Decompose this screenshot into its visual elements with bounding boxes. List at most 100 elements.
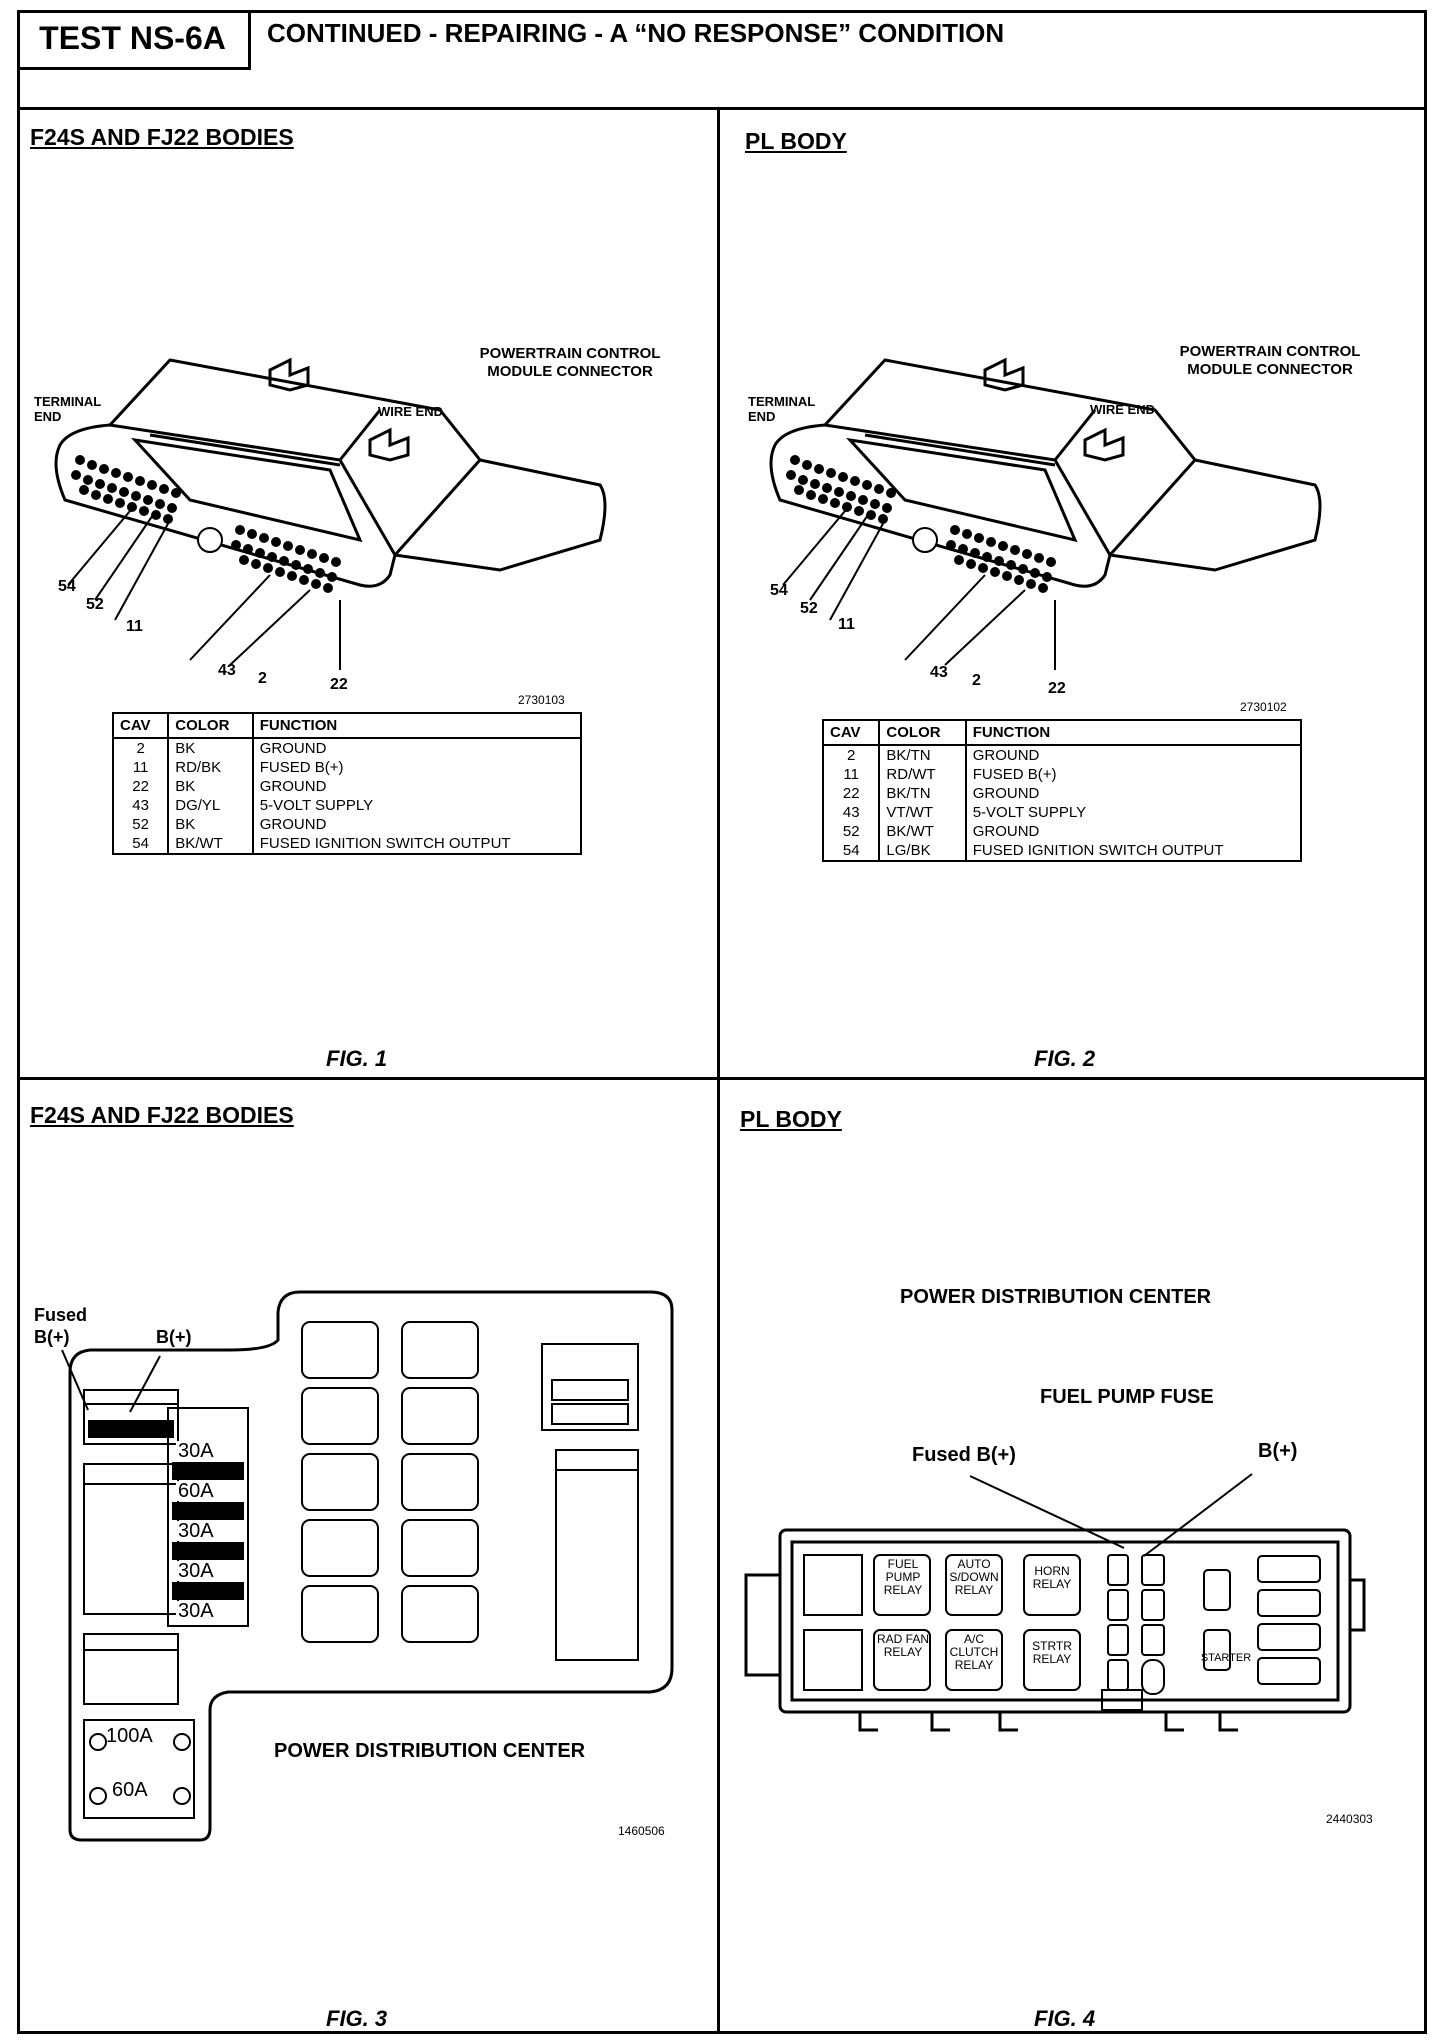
header-box [17, 10, 1427, 110]
page-title: CONTINUED - REPAIRING - A “NO RESPONSE” … [267, 18, 1005, 48]
table-cell: GROUND [964, 822, 1303, 841]
table-cell: 54 [111, 834, 170, 855]
fig4-bplus-label: B(+) [1258, 1440, 1298, 1462]
fig3-image-number: 1460506 [618, 1824, 665, 1838]
grid-divider-horizontal [17, 1077, 1427, 1080]
fig3-fusible-link-4: 30A [176, 1560, 216, 1582]
table-cell: 22 [111, 777, 170, 796]
table-cell: GROUND [251, 738, 583, 758]
fig1-col-cav: CAV [111, 712, 170, 739]
table-cell: GROUND [251, 815, 583, 834]
fig4-label: FIG. 4 [1034, 2006, 1096, 2031]
test-id: TEST NS-6A [17, 10, 251, 70]
table-cell: 2 [111, 738, 170, 758]
fig2-col-function: FUNCTION [964, 719, 1303, 746]
fig3-pdc-label: POWER DISTRIBUTION CENTER [274, 1740, 586, 1762]
table-cell: BK/TN [878, 745, 967, 765]
fig1-pin-22: 22 [330, 676, 348, 693]
fig1-pin-54: 54 [58, 578, 76, 595]
fig2-connector-drawing [769, 357, 1322, 670]
table-cell: 43 [821, 803, 881, 822]
table-cell: FUSED IGNITION SWITCH OUTPUT [251, 834, 583, 855]
fig4-horn-relay: HORN RELAY [1032, 1564, 1072, 1591]
fig3-big-fuse-100a: 100A [106, 1725, 153, 1747]
table-cell: BK/WT [167, 834, 254, 855]
grid-divider-vertical [717, 110, 720, 2034]
fig2-section-title: PL BODY [745, 128, 847, 154]
fig1-image-number: 2730103 [518, 693, 565, 707]
fig1-connector-label: POWERTRAIN CONTROL MODULE CONNECTOR [479, 345, 661, 380]
table-cell: 5-VOLT SUPPLY [964, 803, 1303, 822]
table-cell: FUSED IGNITION SWITCH OUTPUT [964, 841, 1303, 862]
fig1-pin-43: 43 [218, 662, 236, 679]
fig4-auto-shutdown-relay: AUTO S/DOWN RELAY [949, 1557, 999, 1597]
fig3-fused-bplus-label: Fused B(+) [34, 1305, 88, 1347]
table-cell: 5-VOLT SUPPLY [251, 796, 583, 815]
fig4-starter-label: STARTER [1200, 1652, 1252, 1664]
table-cell: LG/BK [878, 841, 967, 862]
table-cell: BK [167, 738, 254, 758]
fig1-terminal-end-label: TERMINAL END [34, 394, 101, 424]
fig2-pin-43: 43 [930, 664, 948, 681]
fig1-pin-11: 11 [126, 618, 143, 635]
fig1-pin-2: 2 [258, 670, 267, 687]
fig2-image-number: 2730102 [1240, 700, 1287, 714]
fig3-pdc-drawing [61, 1290, 674, 1842]
table-cell: BK [167, 777, 254, 796]
fig3-label: FIG. 3 [326, 2006, 388, 2031]
table-cell: VT/WT [878, 803, 967, 822]
table-cell: 22 [821, 784, 881, 803]
fig3-section-title: F24S AND FJ22 BODIES [30, 1102, 294, 1128]
fig1-connector-drawing [54, 357, 607, 670]
fig4-fuel-pump-relay: FUEL PUMP RELAY [883, 1557, 923, 1597]
fig4-section-title: PL BODY [740, 1106, 842, 1132]
fig4-fused-bplus-label: Fused B(+) [912, 1444, 1016, 1466]
table-cell: RD/WT [878, 765, 967, 784]
fig3-fusible-link-3: 30A [176, 1520, 216, 1542]
table-cell: 11 [821, 765, 881, 784]
fig2-label: FIG. 2 [1034, 1046, 1096, 1071]
table-cell: 54 [821, 841, 881, 862]
fig3-big-fuse-60a: 60A [112, 1779, 148, 1801]
table-cell: GROUND [964, 784, 1303, 803]
table-cell: BK [167, 815, 254, 834]
fig1-section-title: F24S AND FJ22 BODIES [30, 124, 294, 150]
fig1-label: FIG. 1 [326, 1046, 388, 1071]
fig4-ac-clutch-relay: A/C CLUTCH RELAY [949, 1632, 999, 1672]
fig2-pin-52: 52 [800, 600, 818, 617]
fig1-col-function: FUNCTION [251, 712, 583, 739]
fig4-image-number: 2440303 [1326, 1812, 1373, 1826]
table-cell: GROUND [964, 745, 1303, 765]
table-cell: 11 [111, 758, 170, 777]
table-cell: BK/WT [878, 822, 967, 841]
fig4-rad-fan-relay: RAD FAN RELAY [877, 1632, 930, 1659]
table-cell: 2 [821, 745, 881, 765]
fig3-fusible-link-5: 30A [176, 1600, 216, 1622]
table-cell: BK/TN [878, 784, 967, 803]
fig2-col-cav: CAV [821, 719, 881, 746]
fig3-bplus-label: B(+) [156, 1327, 192, 1347]
table-cell: FUSED B(+) [251, 758, 583, 777]
table-cell: 52 [821, 822, 881, 841]
fig3-fusible-link-2: 60A [176, 1480, 216, 1502]
table-cell: 52 [111, 815, 170, 834]
table-cell: RD/BK [167, 758, 254, 777]
table-cell: 43 [111, 796, 170, 815]
fig4-pdc-label: POWER DISTRIBUTION CENTER [900, 1286, 1212, 1308]
table-cell: FUSED B(+) [964, 765, 1303, 784]
fig4-pdc-drawing [744, 1473, 1366, 1732]
table-cell: DG/YL [167, 796, 254, 815]
fig2-pin-2: 2 [972, 672, 981, 689]
panel-grid [17, 110, 1427, 2034]
